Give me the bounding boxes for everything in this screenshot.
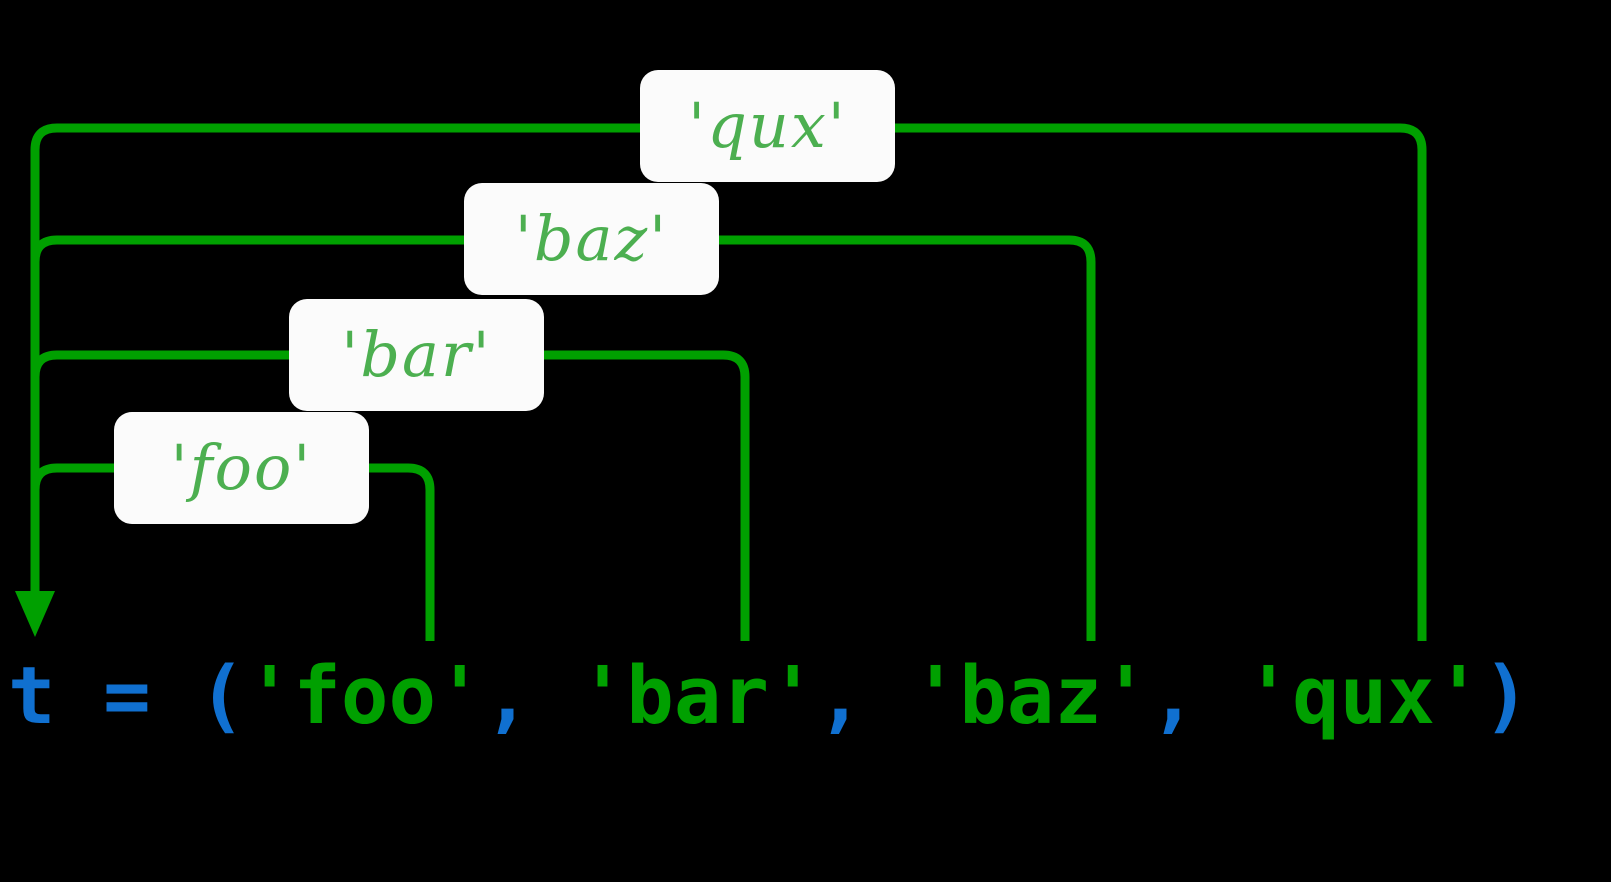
node-box-qux[interactable]: 'qux' <box>640 70 895 182</box>
code-token-string-2: 'foo' <box>245 650 484 742</box>
node-label-foo: 'foo' <box>170 431 313 504</box>
node-box-baz[interactable]: 'baz' <box>464 183 719 295</box>
code-statement: t = ('foo', 'bar', 'baz', 'qux') <box>8 641 1608 751</box>
wire-right-node-bar <box>544 350 750 641</box>
code-token-punctuation-9: , <box>1149 650 1198 742</box>
code-token-punctuation-12: ) <box>1482 650 1530 742</box>
node-box-bar[interactable]: 'bar' <box>289 299 544 411</box>
trunk-arrowhead <box>15 591 55 637</box>
code-token-string-11: 'qux' <box>1244 650 1483 742</box>
wire-left-node-foo <box>30 463 114 491</box>
code-token-punctuation-3: , <box>483 650 532 742</box>
node-box-foo[interactable]: 'foo' <box>114 412 369 524</box>
wire-left-node-baz <box>30 235 464 263</box>
wire-right-node-foo <box>369 463 435 641</box>
code-token-space-10 <box>1197 650 1245 742</box>
wire-left-node-qux <box>30 123 640 151</box>
code-token-string-8: 'baz' <box>911 650 1150 742</box>
code-token-space-4 <box>531 650 579 742</box>
wire-right-node-qux <box>895 123 1427 641</box>
node-label-baz: 'baz' <box>514 202 669 275</box>
wire-left-node-bar <box>30 350 289 378</box>
code-token-punctuation-1: ( <box>198 650 246 742</box>
code-token-space-7 <box>864 650 912 742</box>
node-label-bar: 'bar' <box>341 318 492 391</box>
wire-right-node-baz <box>719 235 1096 641</box>
code-token-variable-0: t = <box>8 650 199 742</box>
node-label-qux: 'qux' <box>688 89 847 162</box>
code-token-punctuation-6: , <box>816 650 865 742</box>
code-token-string-5: 'bar' <box>578 650 817 742</box>
